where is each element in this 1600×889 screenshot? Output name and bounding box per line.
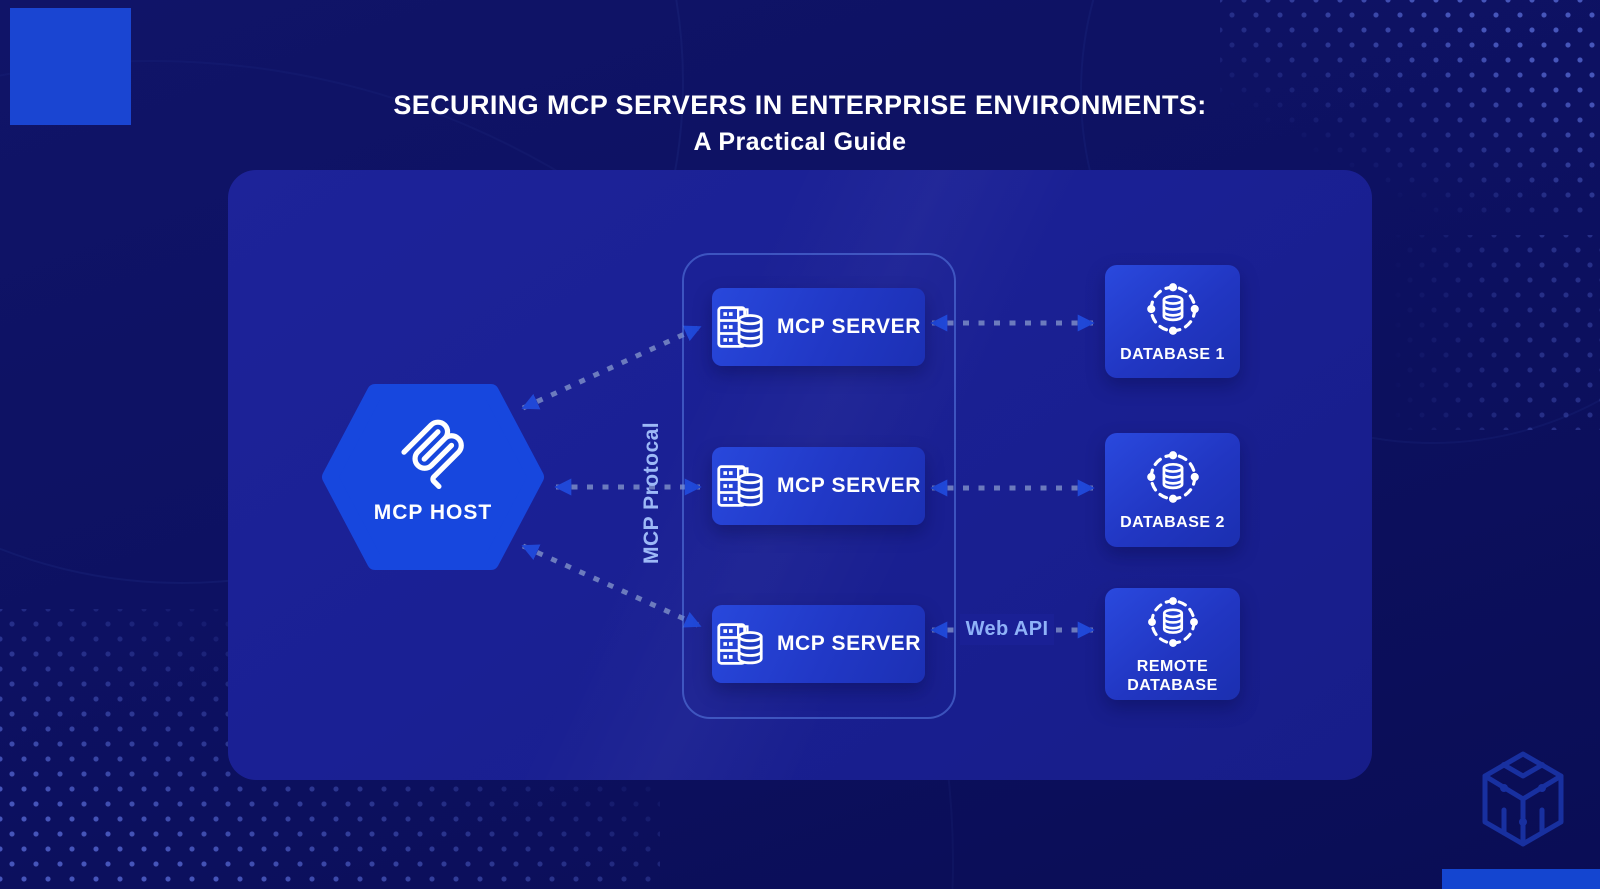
corner-square-decoration bbox=[10, 8, 131, 125]
mcp-protocol-label: MCP Protocal bbox=[640, 421, 663, 564]
mcp-host-label: MCP HOST bbox=[373, 501, 493, 524]
title-line-2: A Practical Guide bbox=[693, 128, 907, 156]
remote-database-line-1: REMOTE bbox=[1136, 657, 1209, 675]
mcp-server-node-2: MCP SERVER bbox=[712, 447, 925, 525]
server-database-icon bbox=[717, 306, 763, 348]
remote-database-node: REMOTE DATABASE bbox=[1105, 588, 1240, 700]
server-database-icon bbox=[717, 623, 763, 665]
mcp-server-node-3: MCP SERVER bbox=[712, 605, 925, 683]
halftone-dots-mid-right bbox=[1350, 235, 1600, 430]
title-line-1: SECURING MCP SERVERS IN ENTERPRISE ENVIR… bbox=[393, 90, 1207, 120]
distributed-database-icon bbox=[1147, 596, 1198, 647]
remote-database-line-2: DATABASE bbox=[1127, 676, 1218, 694]
page-title: SECURING MCP SERVERS IN ENTERPRISE ENVIR… bbox=[0, 90, 1600, 157]
bottom-right-strip bbox=[1442, 869, 1600, 889]
server-database-icon bbox=[717, 465, 763, 507]
mcp-server-label: MCP SERVER bbox=[776, 315, 922, 338]
web-api-label: Web API bbox=[960, 614, 1054, 645]
database-label: DATABASE 1 bbox=[1120, 345, 1225, 363]
remote-database-label: REMOTE DATABASE bbox=[1127, 657, 1218, 695]
cube-logo-icon bbox=[1482, 751, 1564, 847]
mcp-server-label: MCP SERVER bbox=[776, 632, 922, 655]
distributed-database-icon bbox=[1146, 282, 1199, 335]
mcp-host-node: MCP HOST bbox=[318, 382, 548, 572]
database-node-1: DATABASE 1 bbox=[1105, 265, 1240, 378]
mcp-logo-icon bbox=[401, 419, 464, 490]
database-label: DATABASE 2 bbox=[1120, 514, 1225, 531]
mcp-server-node-1: MCP SERVER bbox=[712, 288, 925, 366]
distributed-database-icon bbox=[1146, 451, 1199, 503]
mcp-server-label: MCP SERVER bbox=[776, 474, 922, 497]
database-node-2: DATABASE 2 bbox=[1105, 433, 1240, 547]
